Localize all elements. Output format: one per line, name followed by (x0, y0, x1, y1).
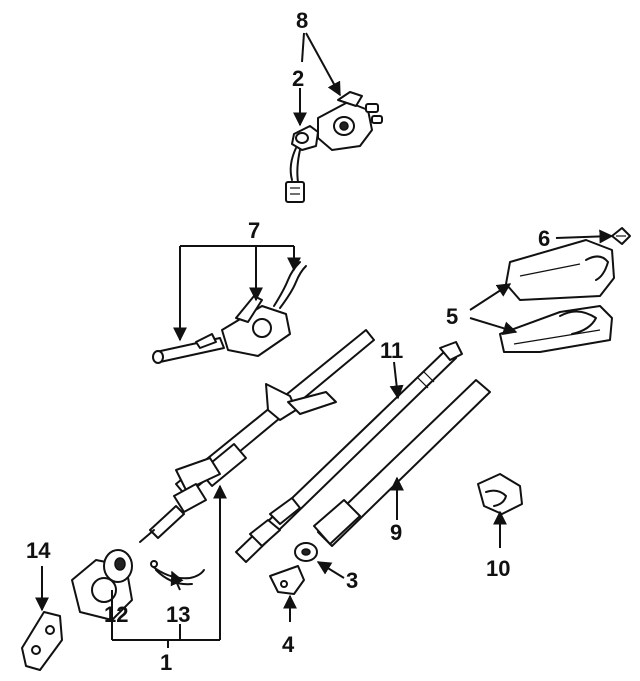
callout-11: 11 (380, 338, 403, 363)
callout-labels: 1 2 3 4 5 6 7 8 9 10 11 12 13 14 (26, 8, 550, 675)
callout-13: 13 (166, 602, 190, 627)
ignition-lock-assembly (285, 91, 383, 203)
callout-4: 4 (282, 632, 295, 657)
callout-8: 8 (296, 8, 308, 33)
callout-1: 1 (160, 650, 172, 675)
cover-screw (611, 227, 631, 245)
callout-9: 9 (390, 520, 402, 545)
callout-12: 12 (104, 602, 128, 627)
clamp (477, 473, 523, 515)
callout-10: 10 (486, 556, 510, 581)
callout-2: 2 (292, 66, 304, 91)
bearing-housing (71, 549, 133, 621)
callout-7: 7 (248, 218, 260, 243)
leader-lines (35, 32, 614, 648)
column-jacket-tube (313, 379, 491, 547)
callout-6: 6 (538, 226, 550, 251)
steering-column-assembly (139, 329, 375, 543)
column-covers (499, 239, 615, 353)
callout-3: 3 (346, 568, 358, 593)
callout-14: 14 (26, 538, 51, 563)
intermediate-shaft (235, 341, 463, 563)
bushing (294, 542, 318, 562)
support-bracket (269, 565, 305, 595)
lower-bracket (21, 611, 63, 671)
combination-switch (152, 261, 307, 364)
wire-harness (150, 560, 205, 586)
callout-5: 5 (446, 304, 458, 329)
